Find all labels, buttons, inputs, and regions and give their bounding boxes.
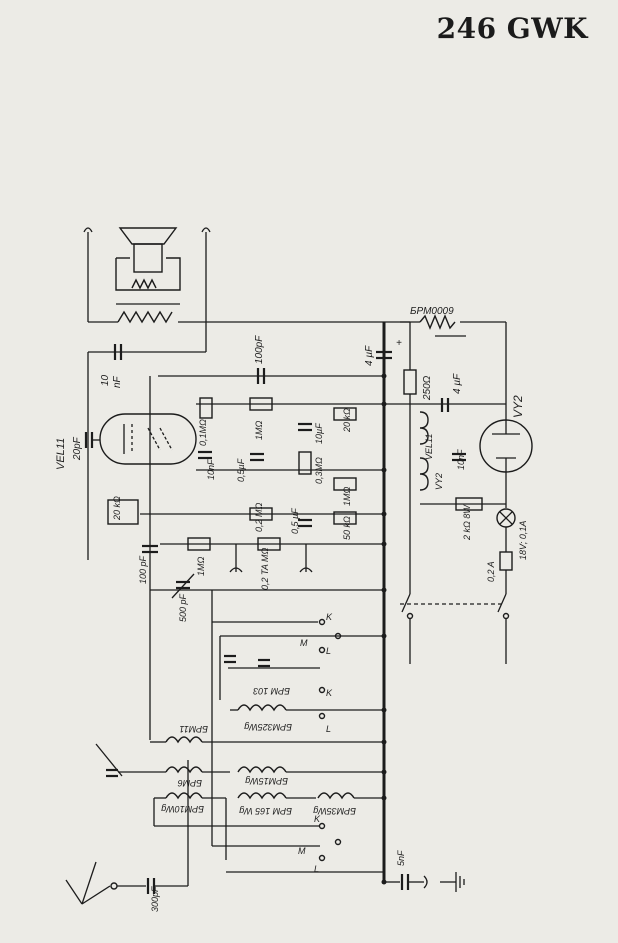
speaker-terminal-right <box>201 227 211 233</box>
pilot-lamp-icon <box>496 508 516 528</box>
label-c10nf-top-unit: nF <box>112 375 123 388</box>
label-c500pf: 500 pF <box>178 593 188 622</box>
label-r2k: 2 kΩ 8W <box>462 504 472 541</box>
fuse <box>499 551 513 571</box>
earth-terminal <box>423 875 428 889</box>
label-c10nf-top: 10 <box>100 374 111 386</box>
label-vy2-right: VY2 <box>511 395 525 418</box>
antenna-icon <box>65 861 118 905</box>
heater-choke-2 <box>419 457 429 491</box>
label-c05uf-b: 0,5 µF <box>290 508 300 534</box>
label-c10uf: 10µF <box>314 423 324 444</box>
label-bpm6: БРМ6 <box>178 778 202 788</box>
output-transformer <box>116 303 180 324</box>
label-bpm103: БРМ 103 <box>253 686 290 696</box>
label-c100pf-l: 100 pF <box>138 555 148 584</box>
label-vel11: VEL11 <box>55 438 67 470</box>
svg-text:+: + <box>396 338 402 349</box>
label-bpm35: БРМ35Wg <box>313 806 356 816</box>
label-fuse: 0,2 A <box>486 561 496 582</box>
label-r01m: 0,1MΩ <box>198 419 208 446</box>
label-r20k-a: 20 kΩ <box>342 408 352 433</box>
label-r20k-b: 20 kΩ <box>112 496 122 521</box>
label-r1m-a: 1MΩ <box>254 420 264 440</box>
label-bpm0009: БРМ0009 <box>410 306 454 317</box>
label-r250: 250Ω <box>422 375 433 401</box>
coil-bpm35 <box>317 792 384 800</box>
label-k1: K <box>326 612 333 622</box>
loudspeaker-icon <box>115 227 181 291</box>
label-bpm11: БРМ11 <box>179 724 208 734</box>
label-r03m: 0,3MΩ <box>314 457 324 484</box>
label-c10nf-mid: 10nF <box>206 459 216 480</box>
label-bpm15: БРМ15Wg <box>245 776 288 786</box>
label-bpm165: БРМ 165 Wg <box>239 806 292 816</box>
label-vel11-b: VEL11 <box>424 434 434 460</box>
label-lamp: 18V; 0,1A <box>518 521 528 560</box>
label-r1m-c: 1MΩ <box>196 556 206 576</box>
label-l1: L <box>326 646 331 656</box>
label-c4uf-b: 4 µF <box>452 373 463 394</box>
heater-choke-1 <box>419 411 429 445</box>
coil-bpm10 <box>154 792 226 800</box>
label-c4uf-a: 4 µF <box>364 345 375 366</box>
label-c300pf: 300pF <box>150 886 160 912</box>
label-bpm10: БРМ10Wg <box>161 804 204 814</box>
label-r02m-a: 0,2 MΩ <box>254 502 264 532</box>
label-c20pf: 20pF <box>72 436 83 461</box>
label-bpm325: БРМ325Wg <box>244 722 292 732</box>
label-r02m-ta: 0,2 TA MΩ <box>260 547 270 590</box>
vel11-tube <box>99 413 197 465</box>
label-r1m-b: 1MΩ <box>342 486 352 506</box>
label-k2: K <box>326 688 333 698</box>
coil-bpm165 <box>237 792 316 800</box>
label-c5nf: 5nF <box>396 850 406 866</box>
label-vy2-b: VY2 <box>434 473 444 490</box>
label-c05uf-a: 0,5µF <box>236 458 246 482</box>
resistor-bpm0009 <box>419 314 466 337</box>
model-title: 246 GWK <box>436 12 588 45</box>
coil-bpm11 <box>150 736 384 744</box>
coil-bpm6 <box>118 766 230 774</box>
coil-bpm325 <box>230 704 384 712</box>
label-l2: L <box>326 724 331 734</box>
label-m3: M <box>298 846 306 856</box>
vy2-tube <box>479 419 533 473</box>
label-c10nf-b: 10nF <box>456 449 466 470</box>
label-c100pf-top: 100pF <box>254 335 265 364</box>
coil-bpm15 <box>237 766 384 774</box>
label-m1: M <box>300 638 308 648</box>
label-r50k: 50 kΩ <box>342 516 352 540</box>
ground-icon <box>440 872 465 892</box>
label-l3: L <box>314 864 319 874</box>
label-k3: K <box>314 814 321 824</box>
speaker-terminal-left <box>83 227 93 233</box>
